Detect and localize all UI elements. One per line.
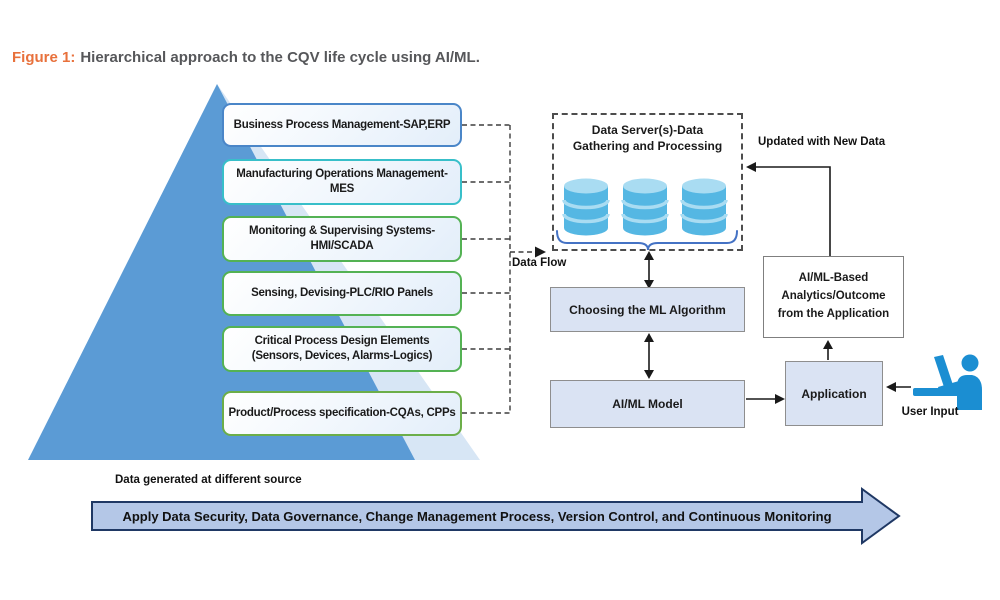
user-input-label: User Input [901,406,959,418]
analytics-line: from the Application [777,307,890,320]
data-server-box: Data Server(s)-Data Gathering and Proces… [552,113,743,251]
pyramid-level-product-process-spec: Product/Process specification-CQAs, CPPs [222,391,462,436]
data-server-title: Data Server(s)-Data Gathering and Proces… [554,122,741,154]
governance-banner-text: Apply Data Security, Data Governance, Ch… [122,508,832,524]
pyramid-level-sensing-devising: Sensing, Devising-PLC/RIO Panels [222,271,462,316]
database-cylinder-icon [562,178,610,236]
data-flow-label: Data Flow [512,257,567,269]
updated-with-new-data-label: Updated with New Data [758,136,886,148]
figure-title: Hierarchical approach to the CQV life cy… [80,49,480,66]
data-server-title-rest: -Data [673,123,704,137]
ai-ml-model-box: AI/ML Model [550,380,745,428]
level-label: (Sensors, Devices, Alarms-Logics) [251,350,433,362]
database-cylinder-icon [621,178,669,236]
level-label: Critical Process Design Elements [254,335,430,348]
choosing-ml-algorithm-box: Choosing the ML Algorithm [550,287,745,332]
level-label: MES [329,183,355,195]
pyramid-level-business-process: Business Process Management-SAP,ERP [222,103,462,147]
analytics-line: AI/ML-Based [798,272,869,285]
data-server-title-bold: Data Server(s) [591,123,674,137]
data-flow-arrowhead [535,246,546,258]
database-cylinder-icon [680,178,728,236]
flow-arrows [648,166,911,400]
user-at-computer-icon [913,354,982,410]
pyramid-caption: Data generated at different source [115,474,302,486]
analytics-outcome-box: AI/ML-Based Analytics/Outcome from the A… [763,256,904,338]
pyramid-level-critical-process-design: Critical Process Design Elements (Sensors… [222,326,462,372]
choosing-ml-algorithm-label: Choosing the ML Algorithm [569,302,726,317]
ai-ml-model-label: AI/ML Model [612,397,683,411]
application-label: Application [801,386,867,401]
figure-number: Figure 1: [12,49,76,66]
level-label: Product/Process specification-CQAs, CPPs [228,407,456,420]
level-label: Manufacturing Operations Management- [236,168,448,181]
pyramid-level-manufacturing-operations: Manufacturing Operations Management- MES [222,159,462,205]
application-box: Application [785,361,883,426]
level-label: Monitoring & Supervising Systems- [249,225,435,238]
data-server-title-line2: Gathering and Processing [572,139,723,154]
analytics-line: Analytics/Outcome [781,290,886,303]
level-label: Business Process Management-SAP,ERP [233,118,451,131]
level-label: Sensing, Devising-PLC/RIO Panels [251,287,433,300]
database-cylinder-icons [562,178,728,236]
dashed-connectors [462,124,536,414]
flow-arrowheads [644,162,896,404]
block-arrow-right [91,487,901,545]
level-label: HMI/SCADA [310,240,374,252]
pyramid-level-monitoring-supervising: Monitoring & Supervising Systems- HMI/SCA… [222,216,462,262]
figure-caption: Figure 1:Hierarchical approach to the CQ… [12,49,480,66]
